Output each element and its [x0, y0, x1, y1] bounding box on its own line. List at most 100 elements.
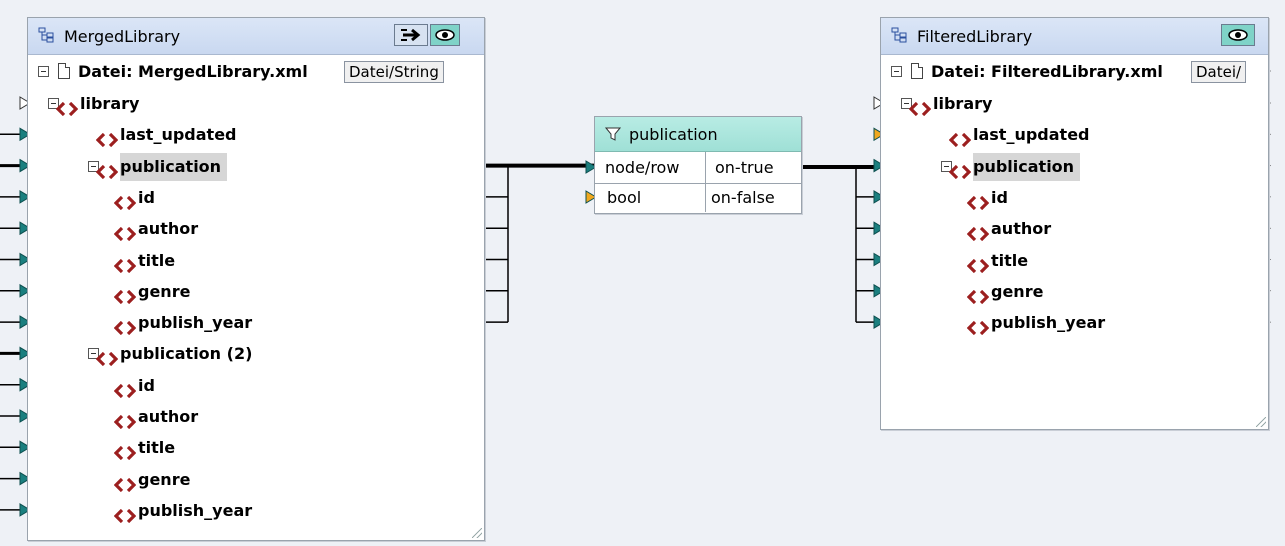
- input-connector[interactable]: [873, 221, 885, 236]
- tree-node-3[interactable]: id: [28, 184, 484, 212]
- tree-node-1[interactable]: last_updated: [28, 121, 484, 149]
- tree-node-12[interactable]: genre: [28, 466, 484, 494]
- element-label: last_updated: [120, 125, 237, 145]
- element-tag-icon: [113, 316, 137, 336]
- input-connector[interactable]: [873, 158, 885, 173]
- element-tag-icon: [113, 441, 137, 461]
- file-string-button[interactable]: Datei/: [1191, 61, 1247, 83]
- input-connector[interactable]: [873, 252, 885, 267]
- tree-node-7[interactable]: publish_year: [28, 309, 484, 337]
- input-connector[interactable]: [873, 127, 885, 142]
- resize-handle[interactable]: [472, 528, 482, 538]
- input-connector[interactable]: [19, 158, 31, 173]
- filter-input-bool[interactable]: bool: [607, 188, 642, 207]
- element-label: last_updated: [973, 125, 1090, 145]
- input-connector[interactable]: [19, 409, 31, 423]
- merged-library-component[interactable]: MergedLibrary Datei: MergedLibrary.xml D…: [27, 17, 485, 541]
- input-connector[interactable]: [19, 190, 31, 204]
- tree-node-5[interactable]: title: [28, 247, 484, 275]
- file-label: Datei: FilteredLibrary.xml: [931, 62, 1163, 81]
- filtered-library-title-bar[interactable]: FilteredLibrary: [881, 18, 1268, 55]
- input-connector[interactable]: [19, 377, 31, 392]
- tree-node-4[interactable]: author: [881, 215, 1268, 243]
- input-connector[interactable]: [19, 127, 31, 142]
- element-tag-icon: [113, 285, 137, 304]
- element-label: publish_year: [138, 500, 253, 520]
- filter-input-connector[interactable]: [585, 190, 597, 204]
- element-tag-icon: [966, 254, 990, 273]
- collapse-icon[interactable]: [891, 66, 902, 77]
- element-tag-icon: [113, 222, 137, 242]
- input-connector[interactable]: [873, 283, 885, 298]
- tree-node-13[interactable]: publish_year: [28, 497, 484, 525]
- element-label: genre: [991, 281, 1044, 301]
- tree-node-11[interactable]: title: [28, 434, 484, 462]
- preview-eye-button[interactable]: [1221, 24, 1255, 46]
- filter-input-connector[interactable]: [585, 160, 597, 174]
- tree-node-10[interactable]: author: [28, 403, 484, 431]
- element-tag-icon: [95, 160, 119, 179]
- resize-handle[interactable]: [1256, 417, 1266, 427]
- input-connector[interactable]: [873, 315, 885, 329]
- input-connector[interactable]: [19, 440, 31, 455]
- eye-icon: [435, 29, 455, 41]
- element-label: library: [80, 94, 140, 113]
- collapse-icon[interactable]: [38, 66, 49, 77]
- element-tag-icon: [95, 347, 119, 367]
- element-tag-icon: [55, 97, 79, 117]
- filter-title-bar[interactable]: publication: [595, 117, 801, 152]
- element-label: title: [138, 250, 176, 270]
- element-label: publication: [973, 152, 1081, 181]
- tree-node-6[interactable]: genre: [881, 278, 1268, 306]
- element-tag-icon: [966, 285, 990, 304]
- file-row[interactable]: Datei: FilteredLibrary.xml Datei/: [881, 58, 1268, 86]
- preview-eye-button[interactable]: [430, 24, 460, 46]
- tree-node-5[interactable]: title: [881, 247, 1268, 275]
- filter-row-divider: [595, 183, 801, 184]
- input-connector[interactable]: [19, 471, 31, 486]
- filter-output-on-false[interactable]: on-false: [711, 188, 775, 207]
- filtered-library-title: FilteredLibrary: [917, 27, 1033, 46]
- input-connector[interactable]: [19, 503, 31, 517]
- collapse-icon[interactable]: [88, 160, 99, 172]
- input-connector[interactable]: [19, 315, 31, 329]
- collapse-icon[interactable]: [941, 160, 952, 172]
- merged-library-title-bar[interactable]: MergedLibrary: [28, 18, 484, 55]
- tree-node-1[interactable]: last_updated: [881, 121, 1268, 149]
- filter-output-on-true[interactable]: on-true: [715, 158, 774, 177]
- input-connector[interactable]: [873, 96, 885, 110]
- input-connector[interactable]: [19, 96, 31, 110]
- filtered-library-component[interactable]: FilteredLibrary Datei: FilteredLibrary.x…: [880, 17, 1269, 430]
- tree-node-0[interactable]: library: [28, 90, 484, 118]
- element-label: publish_year: [991, 313, 1106, 333]
- tree-node-9[interactable]: id: [28, 372, 484, 400]
- tree-node-7[interactable]: publish_year: [881, 309, 1268, 337]
- input-connector[interactable]: [19, 252, 31, 267]
- element-label: title: [138, 438, 176, 458]
- element-tag-icon: [113, 379, 137, 398]
- collapse-icon[interactable]: [901, 98, 912, 109]
- tree-node-2[interactable]: publication: [28, 152, 484, 181]
- output-file-toggle-button[interactable]: [394, 24, 428, 46]
- file-string-button[interactable]: Datei/String: [344, 61, 444, 83]
- tree-node-0[interactable]: library: [881, 90, 1268, 118]
- input-connector[interactable]: [19, 221, 31, 236]
- input-connector[interactable]: [19, 346, 31, 361]
- element-tag-icon: [908, 97, 932, 117]
- tree-node-3[interactable]: id: [881, 184, 1268, 212]
- tree-node-2[interactable]: publication: [881, 152, 1268, 181]
- funnel-icon: [605, 127, 621, 141]
- filter-column-divider: [705, 152, 706, 212]
- element-tag-icon: [948, 128, 972, 148]
- collapse-icon[interactable]: [48, 98, 59, 109]
- tree-node-4[interactable]: author: [28, 215, 484, 243]
- tree-node-8[interactable]: publication (2): [28, 340, 484, 368]
- filter-input-node-row[interactable]: node/row: [605, 158, 680, 177]
- tree-node-6[interactable]: genre: [28, 278, 484, 306]
- collapse-icon[interactable]: [88, 348, 99, 360]
- filter-component[interactable]: publication node/row bool on-true on-fal…: [594, 116, 802, 214]
- input-connector[interactable]: [19, 283, 31, 298]
- input-connector[interactable]: [873, 190, 885, 204]
- file-row[interactable]: Datei: MergedLibrary.xml Datei/String: [28, 58, 484, 86]
- arrow-right-icon: [401, 28, 421, 42]
